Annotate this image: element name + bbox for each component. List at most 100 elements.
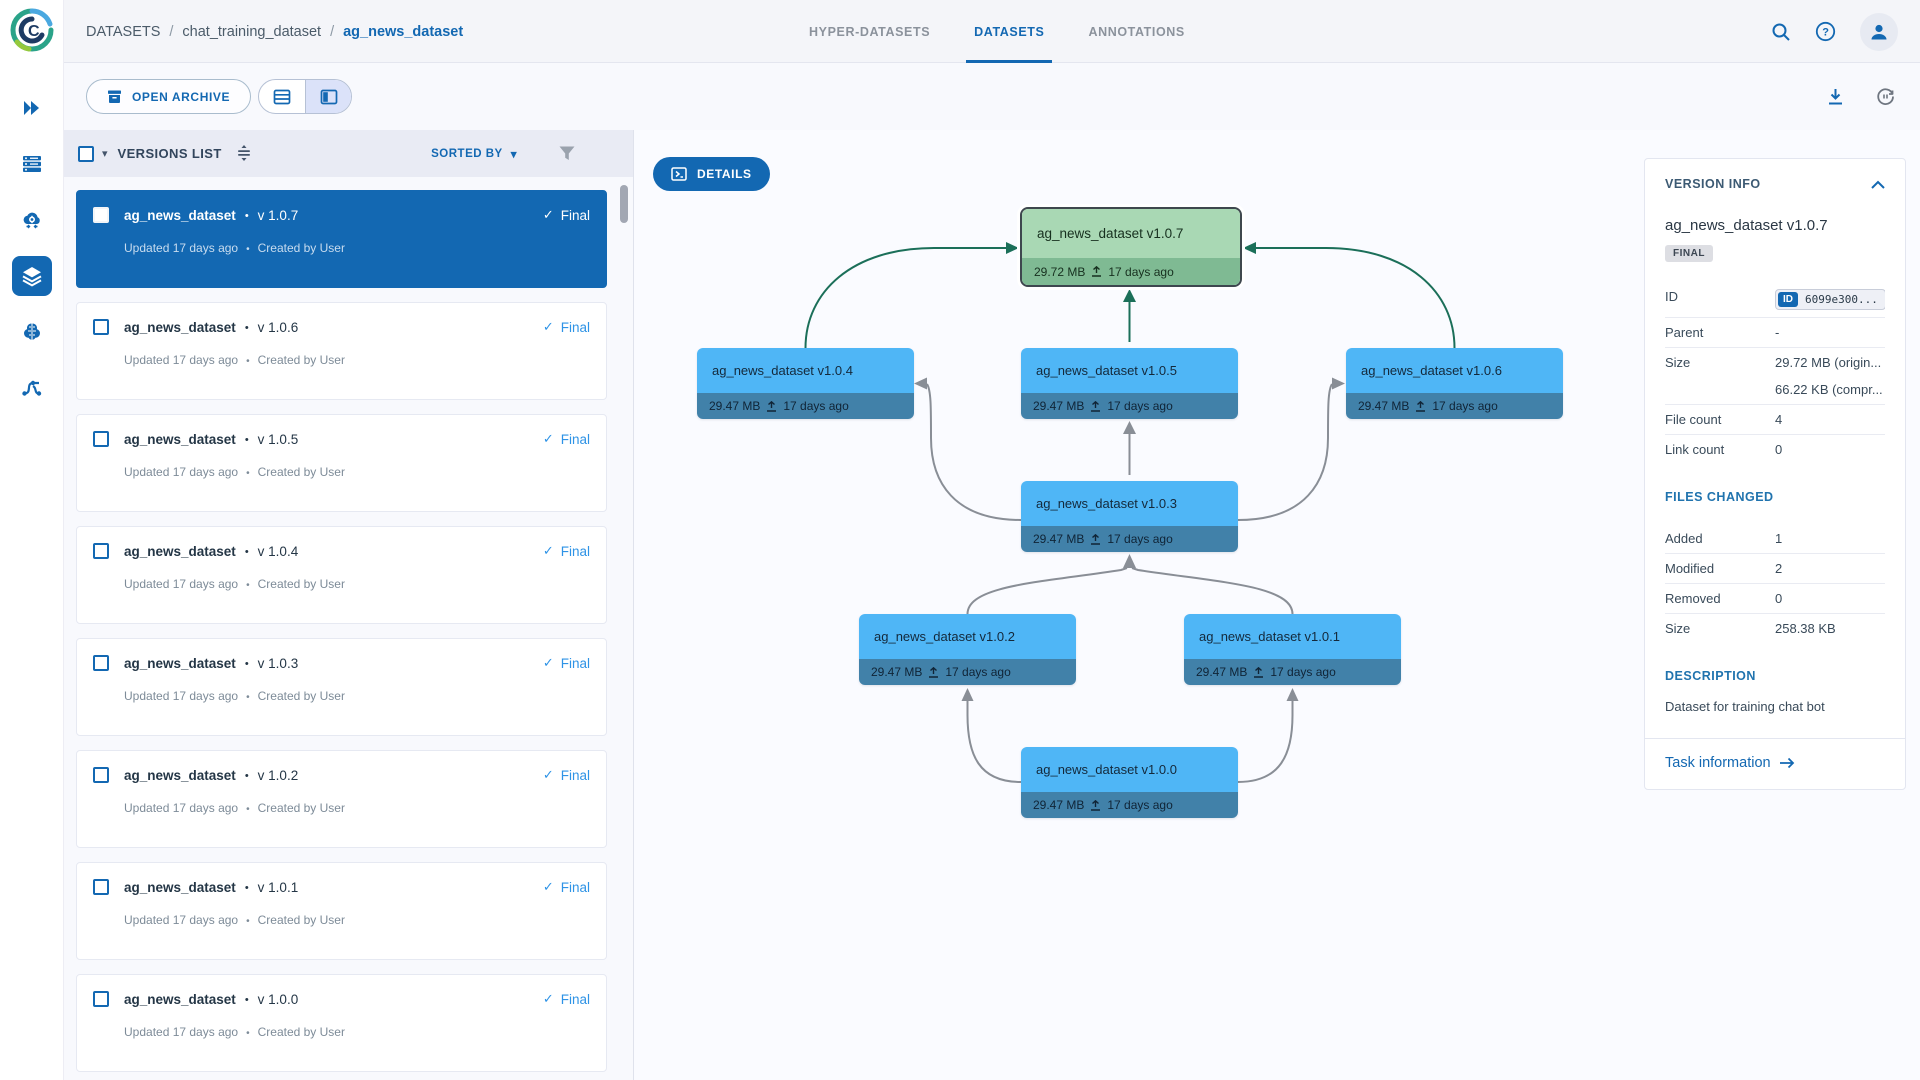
info-row-changed-size: Size 258.38 KB	[1665, 621, 1836, 636]
info-row-file-count: File count 4	[1665, 405, 1885, 435]
graph-node-v1-0-3[interactable]: ag_news_dataset v1.0.3 29.47 MB 17 days …	[1021, 481, 1238, 552]
separator-dot	[236, 990, 258, 1008]
files-changed-title: FILES CHANGED	[1665, 490, 1774, 504]
graph-node-v1-0-0[interactable]: ag_news_dataset v1.0.0 29.47 MB 17 days …	[1021, 747, 1238, 818]
version-name: ag_news_dataset	[124, 543, 236, 559]
clearml-logo[interactable]: C	[9, 7, 55, 53]
search-icon[interactable]	[1771, 22, 1791, 42]
version-list-item[interactable]: ag_news_dataset v 1.0.4 Final Updated 17…	[76, 526, 607, 624]
version-checkbox[interactable]	[93, 543, 109, 559]
help-icon[interactable]: ?	[1815, 21, 1836, 42]
node-meta: 29.47 MB 17 days ago	[1021, 792, 1238, 818]
sorted-by-caret-icon: ▾	[510, 148, 517, 161]
graph-node-v1-0-1[interactable]: ag_news_dataset v1.0.1 29.47 MB 17 days …	[1184, 614, 1401, 685]
separator-dot	[238, 465, 258, 479]
status-badge: Final	[543, 767, 590, 783]
version-name: ag_news_dataset	[124, 207, 236, 223]
info-row-removed: Removed 0	[1665, 584, 1885, 614]
info-row-added: Added 1	[1665, 524, 1885, 554]
cloud-gear-icon	[23, 212, 40, 229]
node-meta: 29.72 MB 17 days ago	[1022, 258, 1240, 285]
info-row-parent: Parent -	[1665, 318, 1885, 348]
graph-node-v1-0-7[interactable]: ag_news_dataset v1.0.7 29.72 MB 17 days …	[1020, 207, 1242, 287]
sidebar-item-projects[interactable]	[12, 88, 52, 128]
breadcrumb-root[interactable]: DATASETS	[86, 23, 161, 40]
version-checkbox[interactable]	[93, 319, 109, 335]
sidebar-item-datasets[interactable]	[12, 256, 52, 296]
svg-text:?: ?	[1822, 27, 1829, 39]
version-list-item[interactable]: ag_news_dataset v 1.0.2 Final Updated 17…	[76, 750, 607, 848]
customize-view-icon[interactable]	[236, 144, 252, 163]
node-meta: 29.47 MB 17 days ago	[1021, 526, 1238, 552]
pipeline-icon	[22, 380, 42, 396]
version-meta: Updated 17 days agoCreated by User	[124, 1025, 590, 1039]
sidebar-item-workers[interactable]	[12, 200, 52, 240]
version-checkbox[interactable]	[93, 207, 109, 223]
version-number: v 1.0.1	[257, 879, 299, 895]
graph-node-v1-0-4[interactable]: ag_news_dataset v1.0.4 29.47 MB 17 days …	[697, 348, 914, 419]
open-archive-button[interactable]: OPEN ARCHIVE	[86, 79, 252, 114]
check-icon	[543, 543, 554, 559]
graph-node-v1-0-2[interactable]: ag_news_dataset v1.0.2 29.47 MB 17 days …	[859, 614, 1076, 685]
info-row-link-count: Link count 0	[1665, 442, 1783, 457]
tab-hyper-datasets[interactable]: HYPER-DATASETS	[809, 24, 931, 39]
sidebar-item-queues[interactable]	[12, 144, 52, 184]
breadcrumb-separator: /	[169, 23, 174, 40]
download-icon[interactable]	[1826, 87, 1845, 106]
separator-dot	[236, 542, 258, 560]
user-avatar[interactable]	[1860, 12, 1898, 51]
breadcrumb: DATASETS / chat_training_dataset / ag_ne…	[86, 0, 463, 63]
version-name: ag_news_dataset	[124, 767, 236, 783]
status-badge: Final	[543, 207, 590, 223]
check-icon	[543, 431, 554, 447]
version-checkbox[interactable]	[93, 655, 109, 671]
auto-refresh-icon[interactable]	[1875, 86, 1896, 107]
task-information-link[interactable]: Task information	[1665, 739, 1885, 789]
graph-node-v1-0-6[interactable]: ag_news_dataset v1.0.6 29.47 MB 17 days …	[1346, 348, 1563, 419]
version-number: v 1.0.2	[257, 767, 299, 783]
version-meta: Updated 17 days agoCreated by User	[124, 913, 590, 927]
details-button[interactable]: DETAILS	[653, 157, 770, 191]
top-header: DATASETS / chat_training_dataset / ag_ne…	[64, 0, 1920, 63]
separator-dot	[236, 654, 258, 672]
version-list-item[interactable]: ag_news_dataset v 1.0.5 Final Updated 17…	[76, 414, 607, 512]
version-checkbox[interactable]	[93, 879, 109, 895]
sidebar-item-pipelines[interactable]	[12, 368, 52, 408]
version-checkbox[interactable]	[93, 431, 109, 447]
sorted-by-button[interactable]: SORTED BY ▾	[431, 147, 517, 161]
separator-dot	[238, 913, 258, 927]
info-row-size: Size 29.72 MB (origin... 66.22 KB (compr…	[1665, 348, 1885, 405]
select-all-checkbox[interactable]	[78, 145, 94, 162]
list-scrollbar-thumb[interactable]	[620, 185, 628, 223]
tab-annotations[interactable]: ANNOTATIONS	[1088, 24, 1185, 39]
filter-icon[interactable]	[559, 146, 575, 161]
version-list-item[interactable]: ag_news_dataset v 1.0.1 Final Updated 17…	[76, 862, 607, 960]
version-meta: Updated 17 days agoCreated by User	[124, 689, 590, 703]
graph-node-v1-0-5[interactable]: ag_news_dataset v1.0.5 29.47 MB 17 days …	[1021, 348, 1238, 419]
version-list-item[interactable]: ag_news_dataset v 1.0.3 Final Updated 17…	[76, 638, 607, 736]
split-view-button[interactable]	[305, 80, 351, 113]
upload-icon	[1092, 266, 1102, 277]
table-view-button[interactable]	[259, 80, 305, 113]
collapse-chevron-icon[interactable]	[1871, 180, 1885, 189]
id-pill[interactable]: ID 6099e300...	[1775, 289, 1885, 310]
version-meta: Updated 17 days agoCreated by User	[124, 353, 590, 367]
versions-list-panel: ▾ VERSIONS LIST SORTED BY ▾ ag_news_data…	[64, 130, 634, 1080]
version-list-item[interactable]: ag_news_dataset v 1.0.7 Final Updated 17…	[76, 190, 607, 288]
version-checkbox[interactable]	[93, 991, 109, 1007]
version-number: v 1.0.7	[257, 207, 299, 223]
version-checkbox[interactable]	[93, 767, 109, 783]
version-list-item[interactable]: ag_news_dataset v 1.0.6 Final Updated 17…	[76, 302, 607, 400]
header-tabs: HYPER-DATASETS DATASETS ANNOTATIONS	[809, 0, 1185, 63]
select-all-caret-icon[interactable]: ▾	[102, 148, 108, 160]
lineage-graph: DETAILS ag_news_dataset v1.0.7 29.72 MB …	[634, 130, 1644, 1080]
upload-icon	[1091, 400, 1101, 412]
sidebar-item-models[interactable]	[12, 312, 52, 352]
servers-icon	[23, 156, 41, 172]
tab-datasets[interactable]: DATASETS	[966, 0, 1053, 63]
version-list-item[interactable]: ag_news_dataset v 1.0.0 Final Updated 17…	[76, 974, 607, 1072]
dataset-toolbar: OPEN ARCHIVE	[64, 63, 1920, 130]
info-row-id: ID ID 6099e300...	[1665, 282, 1885, 318]
breadcrumb-current: ag_news_dataset	[343, 23, 464, 40]
breadcrumb-project[interactable]: chat_training_dataset	[182, 23, 322, 40]
